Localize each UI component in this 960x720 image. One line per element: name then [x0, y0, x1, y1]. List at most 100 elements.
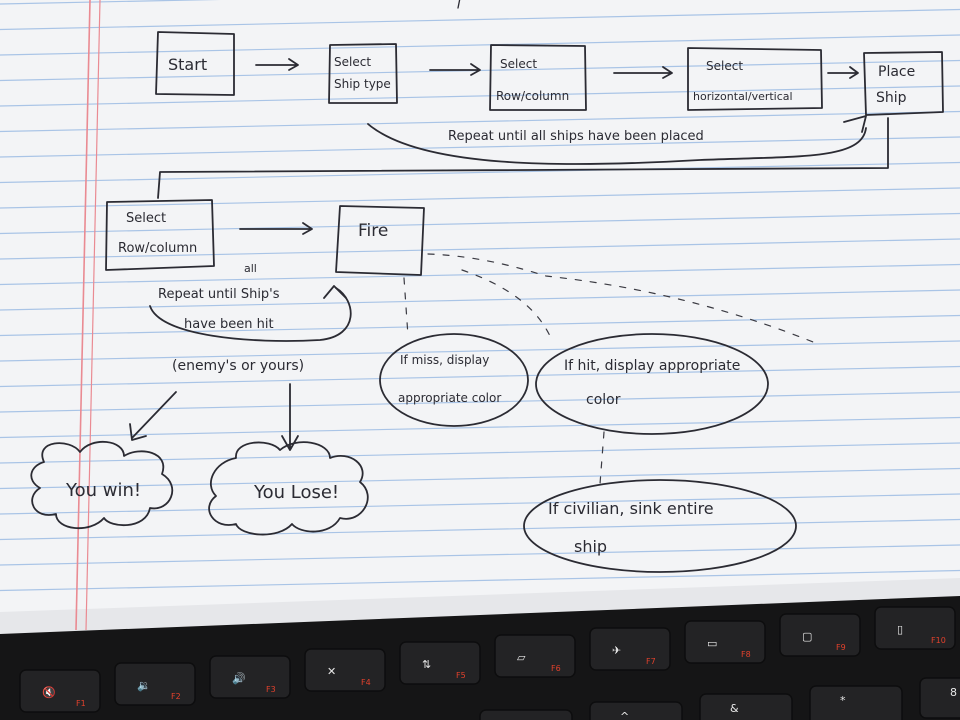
airplane-icon: ✈ [612, 644, 621, 657]
svg-text:appropriate color: appropriate color [398, 391, 501, 405]
hit-bubble: If hit, display appropriate color [535, 333, 769, 435]
key-f1[interactable]: 🔇 F1 [19, 669, 101, 713]
key-f3[interactable]: 🔊 F3 [209, 655, 291, 699]
fn-label: F7 [646, 657, 656, 666]
key-f8[interactable]: ▭ F8 [684, 620, 766, 664]
svg-text:Select: Select [334, 55, 371, 69]
key-f9[interactable]: ▢ F9 [779, 613, 861, 657]
select-orientation-box: Select horizontal/vertical [687, 47, 823, 111]
repeat-placement-loop: Repeat until all ships have been placed [367, 115, 867, 165]
ruled-line [0, 110, 960, 133]
arrow [239, 222, 313, 235]
volume-up-icon: 🔊 [232, 671, 246, 685]
ruled-line [0, 212, 960, 235]
fn-label: F8 [741, 650, 751, 659]
you-lose-cloud: You Lose! [208, 441, 369, 536]
dual-screen-icon: ▯ [897, 623, 903, 636]
number-key[interactable]: * [809, 685, 903, 720]
svg-text:have been hit: have been hit [184, 317, 274, 332]
number-key[interactable]: ^ [589, 701, 683, 720]
ruled-line [0, 365, 960, 388]
repeat-hit-loop: all Repeat until Ship's have been hit (e… [149, 262, 352, 374]
ruled-line [0, 187, 960, 209]
arrow [255, 58, 299, 71]
close-window-icon: ✕ [327, 665, 336, 678]
svg-text:color: color [586, 392, 621, 408]
svg-text:You Lose!: You Lose! [253, 482, 339, 503]
place-ship-box: Place Ship [863, 51, 944, 116]
key-f6[interactable]: ▱F6 [494, 634, 576, 678]
svg-text:Fire: Fire [358, 221, 388, 241]
ruled-line [0, 493, 960, 515]
ruled-line [0, 442, 960, 464]
svg-text:You win!: You win! [65, 480, 141, 501]
civilian-bubble: If civilian, sink entire ship [523, 479, 797, 573]
ruled-line [0, 0, 221, 5]
key-f5[interactable]: ⇅ F5 [399, 641, 481, 685]
select-row-column-box-1: Select Row/column [489, 44, 587, 111]
volume-down-icon: 🔉 [137, 679, 151, 692]
svg-text:horizontal/vertical: horizontal/vertical [693, 90, 793, 103]
fn-label: F3 [266, 685, 276, 694]
key-f7[interactable]: ✈ F7 [589, 627, 671, 671]
key-label: 8 [950, 686, 957, 699]
svg-text:Ship type: Ship type [334, 77, 391, 91]
number-key-row: % ^ & * 8 [479, 677, 960, 720]
fn-label: F10 [931, 636, 946, 645]
ruled-line [0, 314, 960, 337]
ruled-line [0, 263, 960, 286]
arrow [281, 383, 299, 451]
margin-line [75, 0, 91, 631]
fire-box: Fire [335, 205, 425, 276]
fn-label: F9 [836, 643, 846, 652]
number-key[interactable]: 8 [919, 677, 960, 719]
keyboard-icon: ▭ [707, 637, 717, 650]
display-off-icon: ▢ [802, 630, 812, 643]
svg-text:Ship: Ship [876, 90, 907, 106]
arrow [129, 391, 177, 441]
svg-text:Select: Select [706, 59, 743, 73]
svg-text:Repeat until all ships have be: Repeat until all ships have been placed [448, 129, 704, 144]
svg-text:Repeat until Ship's: Repeat until Ship's [158, 287, 280, 302]
ruled-line [0, 85, 960, 107]
svg-text:If civilian, sink entire: If civilian, sink entire [548, 499, 714, 518]
dashed-connector [427, 253, 819, 345]
svg-text:(enemy's or yours): (enemy's or yours) [172, 358, 304, 374]
svg-text:Start: Start [168, 55, 207, 74]
arrow [827, 66, 859, 79]
ruled-line [0, 544, 960, 566]
ruled-line [0, 238, 960, 260]
svg-text:Row/column: Row/column [496, 89, 569, 103]
ruled-line [0, 8, 960, 31]
key-label: * [840, 694, 846, 707]
number-key[interactable]: % [479, 709, 573, 720]
ruled-line [0, 136, 960, 158]
key-f4[interactable]: ✕ F4 [304, 648, 386, 692]
ruled-line [0, 569, 960, 592]
ruled-line [0, 518, 960, 541]
start-box: Start [155, 31, 235, 96]
refresh-icon: ⇅ [422, 658, 431, 671]
svg-text:all: all [244, 262, 257, 275]
notebook-page [0, 0, 960, 634]
key-label: % [510, 718, 520, 720]
mute-icon: 🔇 [42, 686, 56, 699]
svg-text:Select: Select [500, 57, 537, 71]
key-f10[interactable]: ▯ F10 [874, 606, 956, 650]
svg-text:ship: ship [574, 537, 607, 556]
key-label: & [730, 702, 739, 715]
key-f2[interactable]: 🔉 F2 [114, 662, 196, 706]
key-label: ^ [620, 710, 629, 720]
fn-label: F2 [171, 692, 181, 701]
you-win-cloud: You win! [30, 440, 174, 530]
number-key[interactable]: & [699, 693, 793, 720]
fn-label: F5 [456, 671, 466, 680]
fn-label: F4 [361, 678, 371, 687]
fn-label: F1 [76, 699, 86, 708]
ruled-line [0, 289, 960, 311]
connector-line [157, 117, 889, 199]
select-ship-type-box: Select Ship type [328, 43, 398, 104]
fn-label: F6 [551, 664, 561, 673]
svg-text:If hit, display appropriate: If hit, display appropriate [564, 358, 740, 374]
